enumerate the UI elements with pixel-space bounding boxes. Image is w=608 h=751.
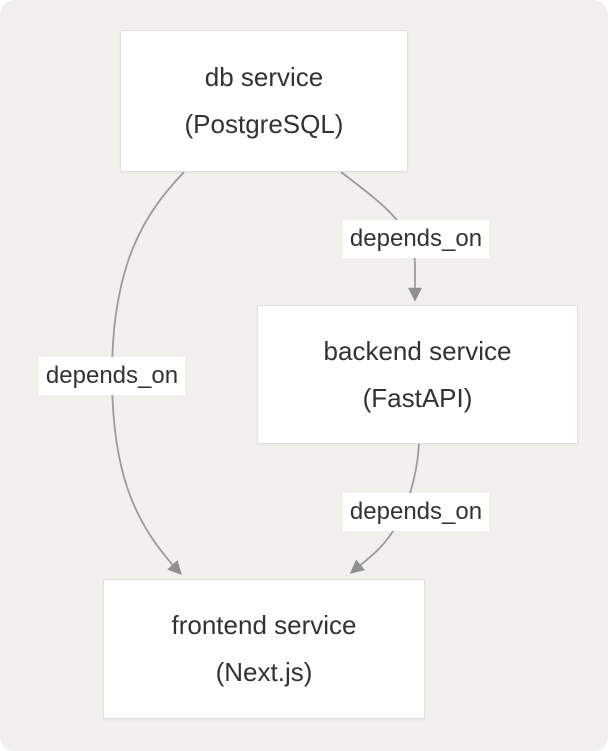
node-frontend-service-tech: (Next.js) <box>215 657 313 687</box>
edge-label-db-to-frontend: depends_on <box>38 357 186 395</box>
node-backend-service-tech: (FastAPI) <box>362 382 473 413</box>
edge-label-db-to-backend: depends_on <box>342 220 490 258</box>
edge-label-backend-to-frontend: depends_on <box>342 493 490 531</box>
node-frontend-service: frontend service (Next.js) <box>103 579 425 719</box>
node-db-service-name: db service <box>204 62 324 92</box>
node-backend-service-name: backend service <box>323 335 512 366</box>
node-db-service-tech: (PostgreSQL) <box>184 109 344 139</box>
node-db-service: db service (PostgreSQL) <box>120 30 408 172</box>
node-backend-service: backend service (FastAPI) <box>257 305 578 444</box>
node-frontend-service-name: frontend service <box>171 610 357 640</box>
